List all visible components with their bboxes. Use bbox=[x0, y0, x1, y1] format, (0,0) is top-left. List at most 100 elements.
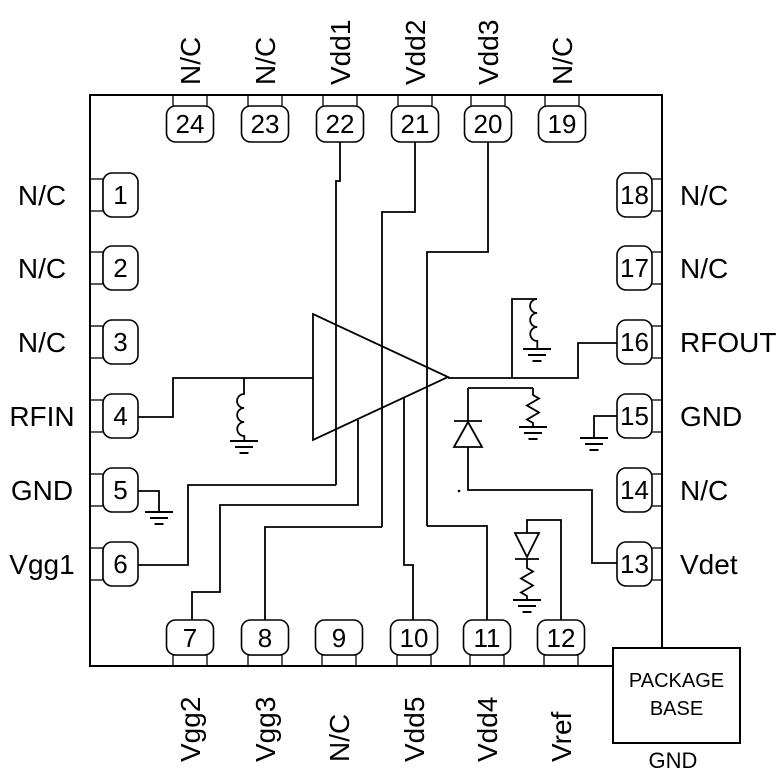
vref-diode-icon bbox=[513, 532, 541, 560]
pin-11-label: Vdd4 bbox=[472, 697, 503, 762]
ground-icon bbox=[144, 511, 174, 525]
pin-2-number: 2 bbox=[113, 253, 127, 283]
package-outline bbox=[89, 94, 663, 667]
amplifier-triangle-icon bbox=[312, 312, 451, 442]
pin-5-number: 5 bbox=[113, 475, 127, 505]
pin-12-label: Vref bbox=[546, 711, 577, 762]
pin-11: 11 bbox=[462, 619, 512, 667]
pin-8-number: 8 bbox=[258, 623, 272, 653]
pin-1-number: 1 bbox=[113, 180, 127, 210]
pin-21-number: 21 bbox=[401, 109, 430, 139]
pin-16-label: RFOUT bbox=[680, 327, 776, 358]
pin-14-label: N/C bbox=[680, 475, 728, 506]
wire-vdd5 bbox=[403, 397, 414, 620]
pin-19-label: N/C bbox=[547, 37, 578, 85]
wire-rfout bbox=[448, 342, 617, 379]
pin-3-number: 3 bbox=[113, 327, 127, 357]
pin-15-label: GND bbox=[680, 401, 742, 432]
wire-pin15-ground bbox=[593, 415, 617, 437]
pin-20-label: Vdd3 bbox=[473, 20, 504, 85]
pin-20-number: 20 bbox=[474, 109, 503, 139]
pin-22-label: Vdd1 bbox=[325, 20, 356, 85]
pin-19: 19 bbox=[537, 94, 587, 143]
pin-9-label: N/C bbox=[324, 714, 355, 762]
pin-17-label: N/C bbox=[680, 253, 728, 284]
wire-vdd1 bbox=[335, 142, 341, 485]
package-base-line2: BASE bbox=[650, 698, 703, 720]
pin-11-number: 11 bbox=[474, 623, 501, 653]
pin-18-number: 18 bbox=[620, 180, 649, 210]
package-base-box bbox=[612, 647, 741, 744]
pin-22: 22 bbox=[315, 94, 365, 143]
pin-10-label: Vdd5 bbox=[399, 697, 430, 762]
wire-vdd2 bbox=[381, 142, 416, 527]
pin-16-number: 16 bbox=[620, 327, 649, 357]
pin-14-number: 14 bbox=[620, 475, 649, 505]
pin-10-number: 10 bbox=[400, 623, 429, 653]
wire-vref bbox=[526, 519, 562, 620]
pin-6-label: Vgg1 bbox=[9, 549, 74, 580]
wire-vdd3 bbox=[426, 142, 489, 526]
pin-2-label: N/C bbox=[18, 253, 66, 284]
package-base-callout: PACKAGE BASE GND bbox=[612, 647, 741, 772]
pin-23-label: N/C bbox=[250, 37, 281, 85]
pin-21-label: Vdd2 bbox=[400, 20, 431, 85]
pin-19-number: 19 bbox=[548, 109, 577, 139]
wire-vgg3 bbox=[264, 526, 382, 620]
pin-8-label: Vgg3 bbox=[250, 697, 281, 762]
pin-13-number: 13 bbox=[620, 549, 649, 579]
pin-6: 6 bbox=[89, 541, 139, 587]
pin-7-label: Vgg2 bbox=[175, 697, 206, 762]
pin-5: 5 bbox=[89, 467, 139, 513]
pin-9-number: 9 bbox=[332, 623, 346, 653]
pin-3: 3 bbox=[89, 319, 139, 365]
pin-24-label: N/C bbox=[175, 37, 206, 85]
pin-22-number: 22 bbox=[326, 109, 355, 139]
pin-17: 17 bbox=[616, 245, 663, 291]
pin-7: 7 bbox=[165, 619, 215, 667]
wire-rfin bbox=[138, 377, 313, 418]
vref-resistor-icon bbox=[519, 559, 535, 600]
pin-4-label: RFIN bbox=[9, 401, 74, 432]
pin-18: 18 bbox=[616, 172, 663, 218]
pin-7-number: 7 bbox=[183, 623, 197, 653]
pin-23-number: 23 bbox=[251, 109, 280, 139]
wire-vdet bbox=[467, 447, 617, 564]
pin-21: 21 bbox=[390, 94, 440, 143]
pin-23: 23 bbox=[240, 94, 290, 143]
pin-6-number: 6 bbox=[113, 549, 127, 579]
pin-3-label: N/C bbox=[18, 327, 66, 358]
pin-13: 13 bbox=[616, 541, 663, 587]
package-base-gnd-label: GND bbox=[649, 748, 698, 772]
pin-17-number: 17 bbox=[620, 253, 649, 283]
detector-diode-icon bbox=[452, 420, 484, 448]
shunt-resistor-icon bbox=[525, 388, 541, 427]
pin-15-number: 15 bbox=[620, 401, 649, 431]
ground-icon bbox=[512, 599, 542, 613]
pin-4-number: 4 bbox=[113, 401, 127, 431]
pin-24: 24 bbox=[165, 94, 215, 143]
pin-1-label: N/C bbox=[18, 180, 66, 211]
pin-18-label: N/C bbox=[680, 180, 728, 211]
pin-20: 20 bbox=[463, 94, 513, 143]
pin-24-number: 24 bbox=[176, 109, 205, 139]
pin-4: 4 bbox=[89, 393, 139, 439]
ground-icon bbox=[229, 440, 259, 454]
ground-icon bbox=[579, 437, 609, 451]
package-base-line1: PACKAGE bbox=[629, 670, 724, 692]
pin-12-number: 12 bbox=[547, 623, 576, 653]
wire-vgg1 bbox=[138, 484, 336, 566]
wire-pin5-ground bbox=[138, 490, 160, 511]
pin-10: 10 bbox=[389, 619, 439, 667]
pin-5-label: GND bbox=[11, 475, 73, 506]
output-inductor-icon bbox=[529, 298, 539, 348]
ground-icon bbox=[522, 348, 552, 362]
pin-14: 14 bbox=[616, 467, 663, 513]
pin-1: 1 bbox=[89, 172, 139, 218]
pin-9: 9 bbox=[314, 619, 364, 667]
pin-2: 2 bbox=[89, 245, 139, 291]
pin-8: 8 bbox=[240, 619, 290, 667]
pin-13-label: Vdet bbox=[680, 549, 738, 580]
